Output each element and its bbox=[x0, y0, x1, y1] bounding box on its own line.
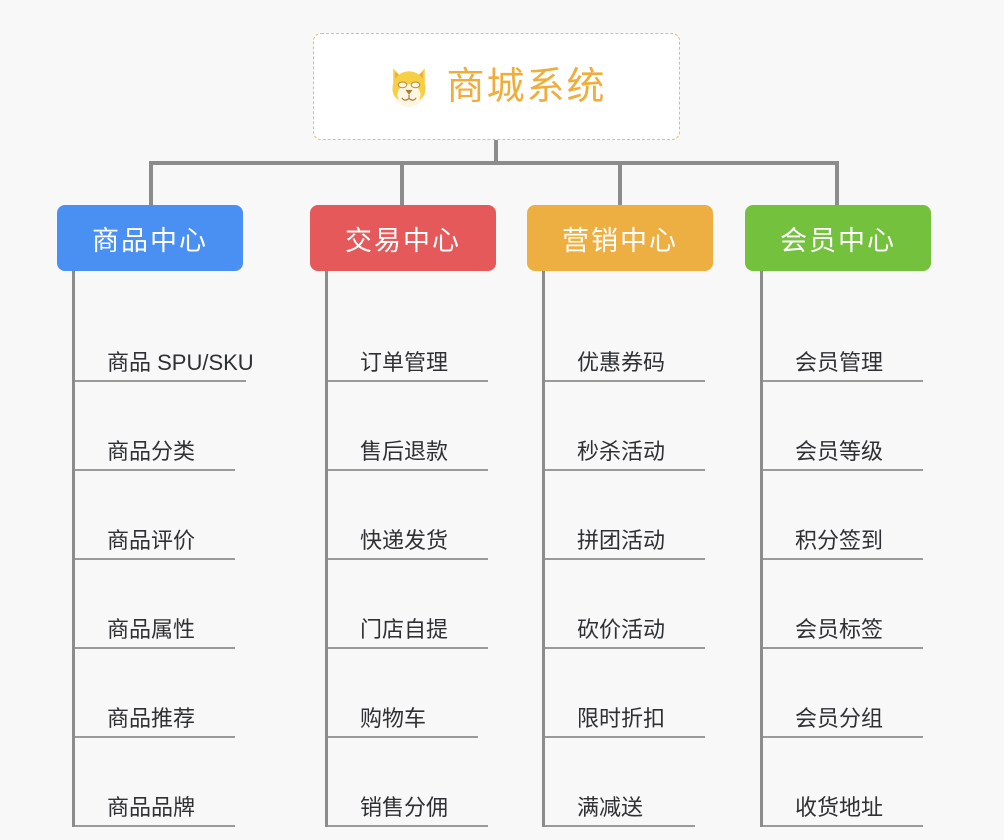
leaf-item[interactable]: 积分签到 bbox=[763, 471, 923, 560]
leaf-item[interactable]: 门店自提 bbox=[328, 560, 488, 649]
leaf-label: 会员等级 bbox=[795, 438, 884, 464]
category-title-3: 营销中心 bbox=[562, 225, 678, 256]
leaf-item[interactable]: 会员管理 bbox=[763, 293, 923, 382]
category-title-4: 会员中心 bbox=[780, 225, 896, 256]
leaf-item[interactable]: 商品评价 bbox=[75, 471, 235, 560]
leaf-label: 门店自提 bbox=[360, 616, 449, 642]
leaf-item[interactable]: 拼团活动 bbox=[545, 471, 705, 560]
leaf-item[interactable]: 会员标签 bbox=[763, 560, 923, 649]
leaf-item[interactable]: 商品推荐 bbox=[75, 649, 235, 738]
category-header-4[interactable]: 会员中心 bbox=[745, 205, 931, 271]
branch-column-4: 会员中心 会员管理 会员等级 积分签到 会员标签 会员分组 收货地址 bbox=[745, 205, 931, 827]
leaf-item[interactable]: 秒杀活动 bbox=[545, 382, 705, 471]
leaf-label: 会员分组 bbox=[795, 705, 884, 731]
connector-drop-2 bbox=[400, 161, 404, 207]
category-header-1[interactable]: 商品中心 bbox=[57, 205, 243, 271]
leaf-item[interactable]: 商品 SPU/SKU bbox=[75, 293, 254, 382]
leaf-label: 购物车 bbox=[360, 705, 427, 731]
shiba-dog-face-icon bbox=[392, 67, 427, 107]
leaf-item[interactable]: 优惠券码 bbox=[545, 293, 705, 382]
leaf-list-1: 商品 SPU/SKU 商品分类 商品评价 商品属性 商品推荐 商品品牌 bbox=[72, 293, 254, 827]
connector-column-stem-2 bbox=[325, 271, 328, 295]
leaf-label: 快递发货 bbox=[360, 527, 449, 553]
leaf-item[interactable]: 商品属性 bbox=[75, 560, 235, 649]
leaf-item[interactable]: 商品分类 bbox=[75, 382, 235, 471]
leaf-item[interactable]: 砍价活动 bbox=[545, 560, 705, 649]
leaf-label: 商品 SPU/SKU bbox=[107, 349, 254, 375]
leaf-list-2: 订单管理 售后退款 快递发货 门店自提 购物车 销售分佣 bbox=[325, 293, 496, 827]
category-header-2[interactable]: 交易中心 bbox=[310, 205, 496, 271]
leaf-label: 商品分类 bbox=[107, 438, 196, 464]
leaf-label: 优惠券码 bbox=[577, 349, 666, 375]
root-node[interactable]: 商城系统 bbox=[313, 33, 680, 140]
leaf-label: 积分签到 bbox=[795, 527, 884, 553]
leaf-label: 订单管理 bbox=[360, 349, 449, 375]
connector-column-stem-1 bbox=[72, 271, 75, 295]
leaf-label: 商品评价 bbox=[107, 527, 196, 553]
branch-column-2: 交易中心 订单管理 售后退款 快递发货 门店自提 购物车 销售分佣 bbox=[310, 205, 496, 827]
leaf-list-4: 会员管理 会员等级 积分签到 会员标签 会员分组 收货地址 bbox=[760, 293, 931, 827]
leaf-item[interactable]: 订单管理 bbox=[328, 293, 488, 382]
leaf-item[interactable]: 会员分组 bbox=[763, 649, 923, 738]
connector-root-stem bbox=[494, 140, 498, 165]
leaf-label: 售后退款 bbox=[360, 438, 449, 464]
leaf-item[interactable]: 销售分佣 bbox=[328, 738, 488, 827]
leaf-label: 秒杀活动 bbox=[577, 438, 666, 464]
connector-drop-4 bbox=[835, 161, 839, 207]
leaf-label: 满减送 bbox=[577, 794, 644, 820]
leaf-item[interactable]: 限时折扣 bbox=[545, 649, 705, 738]
leaf-item[interactable]: 售后退款 bbox=[328, 382, 488, 471]
connector-horizontal-bar bbox=[149, 161, 839, 165]
connector-drop-1 bbox=[149, 161, 153, 207]
leaf-label: 销售分佣 bbox=[360, 794, 449, 820]
connector-column-stem-3 bbox=[542, 271, 545, 295]
root-title: 商城系统 bbox=[446, 65, 607, 108]
category-title-2: 交易中心 bbox=[345, 225, 461, 256]
leaf-item[interactable]: 收货地址 bbox=[763, 738, 923, 827]
leaf-item[interactable]: 快递发货 bbox=[328, 471, 488, 560]
connector-drop-3 bbox=[618, 161, 622, 207]
leaf-label: 商品属性 bbox=[107, 616, 196, 642]
leaf-label: 限时折扣 bbox=[577, 705, 666, 731]
branch-column-3: 营销中心 优惠券码 秒杀活动 拼团活动 砍价活动 限时折扣 满减送 bbox=[527, 205, 713, 827]
connector-column-stem-4 bbox=[760, 271, 763, 295]
leaf-item[interactable]: 商品品牌 bbox=[75, 738, 235, 827]
leaf-item[interactable]: 会员等级 bbox=[763, 382, 923, 471]
category-header-3[interactable]: 营销中心 bbox=[527, 205, 713, 271]
branch-column-1: 商品中心 商品 SPU/SKU 商品分类 商品评价 商品属性 商品推荐 商品品牌 bbox=[57, 205, 254, 827]
leaf-label: 商品推荐 bbox=[107, 705, 196, 731]
leaf-label: 砍价活动 bbox=[577, 616, 666, 642]
leaf-label: 拼团活动 bbox=[577, 527, 666, 553]
leaf-item[interactable]: 购物车 bbox=[328, 649, 478, 738]
leaf-label: 收货地址 bbox=[795, 794, 884, 820]
leaf-label: 会员管理 bbox=[795, 349, 884, 375]
leaf-label: 会员标签 bbox=[795, 616, 884, 642]
leaf-label: 商品品牌 bbox=[107, 794, 196, 820]
leaf-item[interactable]: 满减送 bbox=[545, 738, 695, 827]
leaf-list-3: 优惠券码 秒杀活动 拼团活动 砍价活动 限时折扣 满减送 bbox=[542, 293, 713, 827]
category-title-1: 商品中心 bbox=[92, 225, 208, 256]
